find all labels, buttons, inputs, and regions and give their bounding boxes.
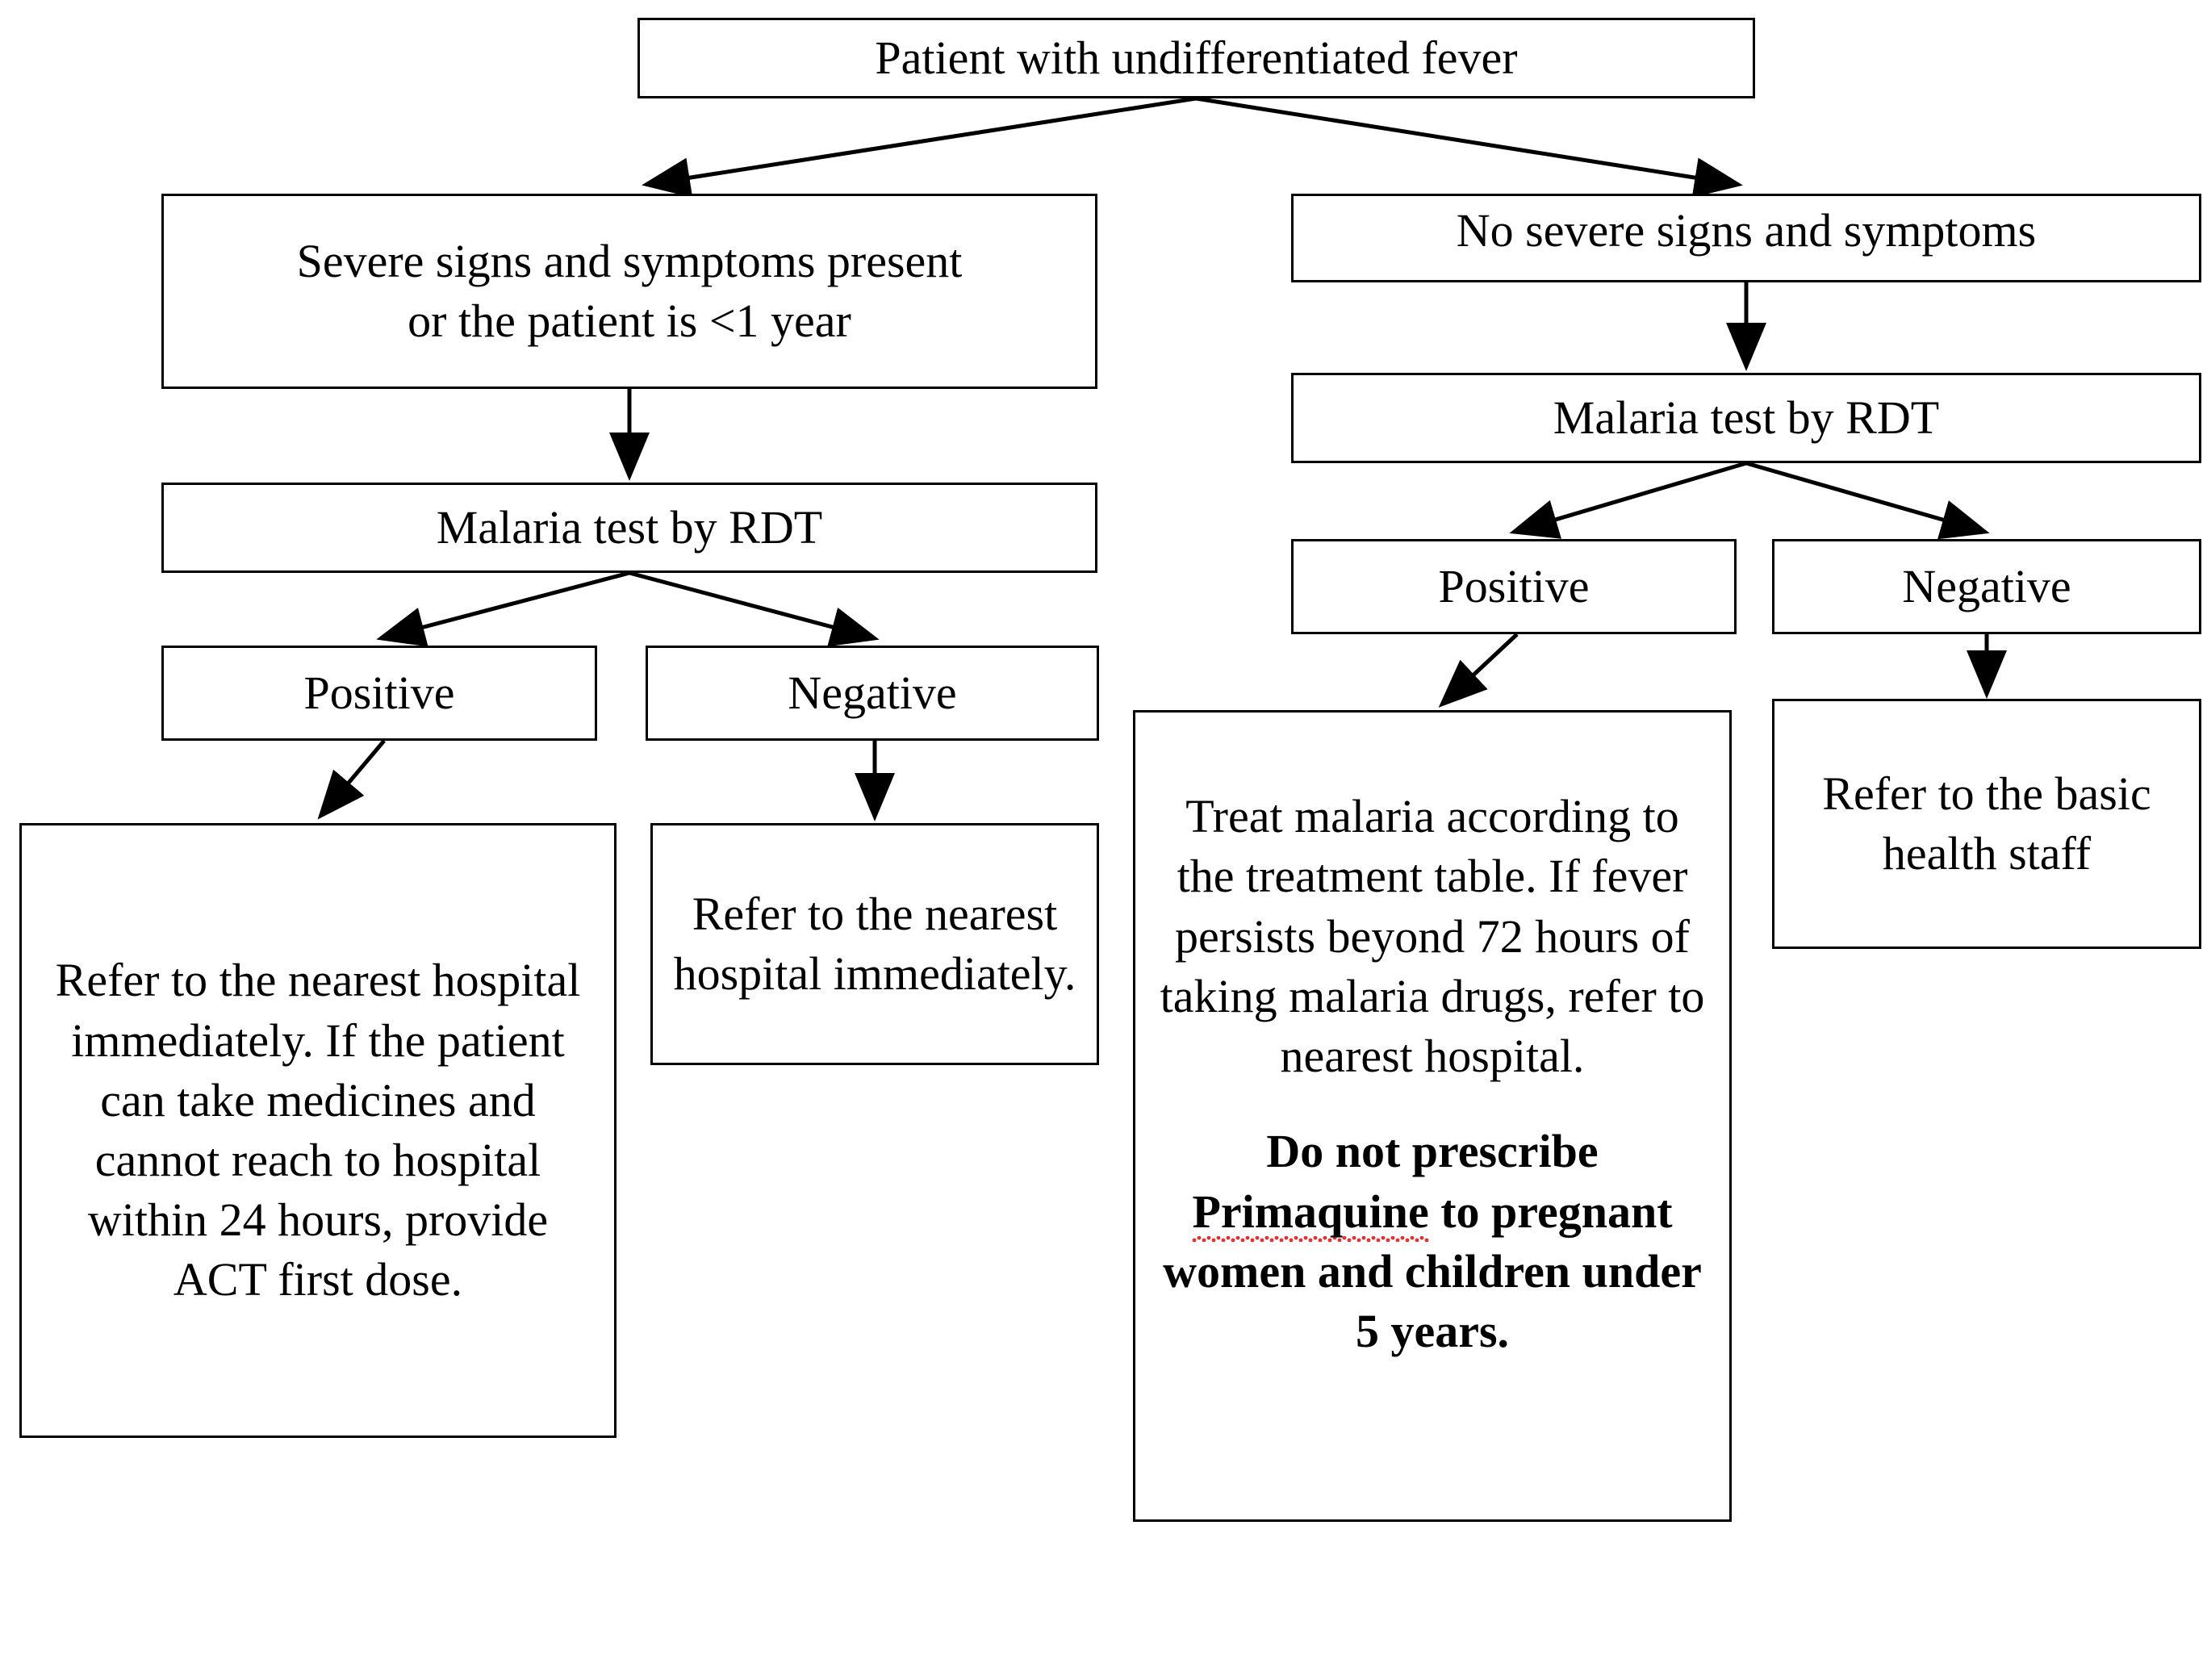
node-label: Refer to the basic health staff [1822, 767, 2151, 880]
node-label: Positive [303, 666, 455, 719]
node-refer-nearest-hospital[interactable]: Refer to the nearest hospital immediatel… [650, 823, 1099, 1065]
edge-rdt-left-to-positive [376, 570, 630, 647]
node-label: Negative [1902, 559, 2071, 612]
node-positive-right[interactable]: Positive [1291, 539, 1737, 634]
node-label: Malaria test by RDT [436, 500, 823, 554]
node-no-severe-signs[interactable]: No severe signs and symptoms [1291, 194, 2201, 282]
edge-rdt-right-to-positive [1509, 461, 1747, 539]
edge-top-to-nosevere [1195, 96, 1743, 198]
treat-text-group: Treat malaria according to the treatment… [1153, 727, 1712, 1422]
node-label: Patient with undifferentiated fever [875, 31, 1518, 84]
node-severe-signs[interactable]: Severe signs and symptoms present or the… [161, 194, 1097, 389]
node-treat-malaria[interactable]: Treat malaria according to the treatment… [1133, 710, 1732, 1522]
treat-body-text: Treat malaria according to the treatment… [1160, 790, 1705, 1083]
node-label: Positive [1438, 559, 1590, 612]
treat-warning-text: Do not prescribe Primaquine to pregnant … [1153, 1122, 1712, 1361]
node-label: Refer to the nearest hospital immediatel… [673, 887, 1076, 1000]
node-negative-right[interactable]: Negative [1772, 539, 2201, 634]
node-malaria-test-rdt-left[interactable]: Malaria test by RDT [161, 483, 1097, 573]
node-label: Refer to the nearest hospital immediatel… [55, 954, 581, 1306]
node-label: No severe signs and symptoms [1456, 204, 2037, 257]
node-negative-left[interactable]: Negative [646, 646, 1099, 741]
edge-positive-left-to-refer-act [317, 739, 386, 820]
node-refer-basic-health-staff[interactable]: Refer to the basic health staff [1772, 699, 2201, 949]
node-label: Negative [788, 666, 957, 719]
edge-rdt-right-to-negative [1745, 461, 1990, 540]
node-positive-left[interactable]: Positive [161, 646, 597, 741]
misspelled-word-primaquine: Primaquine [1192, 1185, 1429, 1242]
warning-prefix: Do not prescribe [1266, 1125, 1599, 1178]
node-label: Malaria test by RDT [1553, 391, 1940, 444]
edge-rdt-left-to-negative [629, 570, 880, 647]
edge-positive-right-to-treat [1438, 633, 1519, 708]
node-malaria-test-rdt-right[interactable]: Malaria test by RDT [1291, 373, 2201, 463]
node-refer-nearest-hospital-act[interactable]: Refer to the nearest hospital immediatel… [19, 823, 617, 1438]
node-label: Severe signs and symptoms present or the… [296, 234, 963, 347]
node-patient-with-fever[interactable]: Patient with undifferentiated fever [637, 18, 1755, 98]
edge-top-to-severe [642, 96, 1197, 198]
warning-suffix: to pregnant women and children under 5 y… [1163, 1185, 1702, 1358]
